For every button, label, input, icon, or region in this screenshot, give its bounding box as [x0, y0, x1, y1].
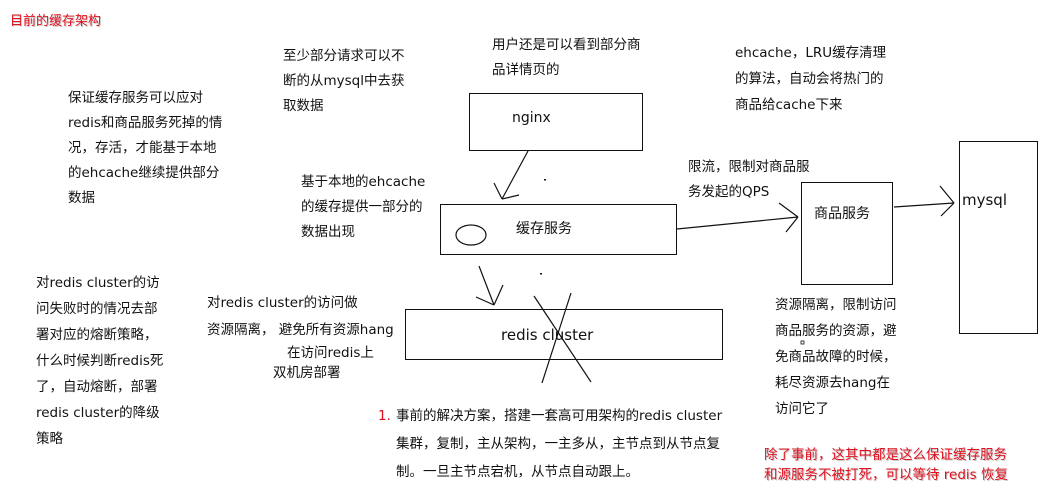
nginx-label: nginx: [512, 110, 551, 126]
note-line: 了，自动熔断，部署: [36, 379, 158, 395]
cache-service-box: 缓存服务: [440, 204, 677, 255]
note-line: 制。一旦主节点宕机，从节点自动跟上。: [396, 464, 639, 480]
note-line: 品详情页的: [492, 62, 560, 78]
note-line: 对redis cluster的访问做: [207, 295, 358, 311]
arrowhead-cache-to-redis-a: [475, 296, 495, 306]
redis-cluster-label: redis cluster: [501, 326, 594, 344]
arrowhead-product-to-mysql-a: [939, 185, 955, 204]
arrow-cache-to-redis: [478, 265, 495, 306]
note-redis-isolation: 对redis cluster的访问做 资源隔离， 避免所有资源hang: [207, 290, 394, 344]
note-line: 资源隔离， 避免所有资源hang: [207, 322, 394, 338]
note-line: 限流，限制对商品服: [688, 159, 810, 175]
note-line: 的ehcache继续提供部分: [68, 165, 220, 181]
note-line: 除了事前，这其中都是这么保证缓存服务: [764, 447, 1007, 463]
note-line: 用户还是可以看到部分商: [492, 37, 641, 53]
note-line: redis和商品服务死掉的情: [68, 115, 223, 131]
cache-service-label: 缓存服务: [516, 221, 572, 237]
note-line: 资源隔离，限制访问: [775, 297, 897, 313]
note-rate-limit: 限流，限制对商品服 务发起的QPS: [688, 155, 810, 205]
note-line: 基于本地的ehcache: [301, 174, 426, 190]
note-user-view: 用户还是可以看到部分商 品详情页的: [492, 33, 641, 83]
redis-cluster-box: redis cluster: [405, 309, 723, 360]
note-line: 集群，复制，主从架构，一主多从，主节点到从节点复: [396, 436, 720, 452]
note-line: 保证缓存服务可以应对: [68, 90, 203, 106]
note-line: 访问它了: [775, 401, 829, 417]
arrow-product-to-mysql: [893, 202, 955, 208]
note-line: 数据出现: [301, 224, 355, 240]
note-line: 至少部分请求可以不: [283, 48, 405, 64]
note-product-isolation: 资源隔离，限制访问 商品服务的资源，避 免商品故障的时候， 耗尽资源去hang在…: [775, 292, 897, 422]
note-line: 事前的解决方案，搭建一套高可用架构的redis cluster: [396, 408, 723, 424]
arrowhead-nginx-to-cache-a: [493, 182, 503, 200]
arrowhead-cache-to-redis-b: [493, 284, 504, 306]
arrow-cache-to-product: [676, 216, 799, 230]
note-line: 策略: [36, 431, 63, 447]
cross-line-b: [541, 292, 572, 384]
note-line: 商品给cache下来: [735, 97, 843, 113]
arrowhead-product-to-mysql-b: [940, 202, 955, 217]
note-line: 断的从mysql中去获: [283, 73, 405, 89]
note-line: 取数据: [283, 98, 324, 114]
note-service-resilience: 保证缓存服务可以应对 redis和商品服务死掉的情 况，存活，才能基于本地 的e…: [68, 86, 222, 211]
note-line: 耗尽资源去hang在: [775, 375, 890, 391]
note-line: redis cluster的降级: [36, 405, 160, 421]
dot-mark: [544, 179, 546, 181]
dot-mark: [540, 273, 542, 275]
note-dual-datacenter: 双机房部署: [273, 365, 341, 381]
note-ehcache-lru: ehcache，LRU缓存清理 的算法，自动会将热门的 商品给cache下来: [735, 40, 886, 118]
note-line: 对redis cluster的访: [36, 275, 160, 291]
note-redis-isolation-cont: 在访问redis上: [287, 345, 374, 361]
note-line: 署对应的熔断策略，: [36, 327, 158, 343]
note-line: 况，存活，才能基于本地: [68, 140, 217, 156]
note-line: 和源服务不被打死，可以等待 redis 恢复: [764, 467, 1008, 483]
note-line: 什么时候判断redis死: [36, 353, 164, 369]
note-line: 商品服务的资源，避: [775, 323, 897, 339]
note-line: 免商品故障的时候，: [775, 349, 897, 365]
note-line: ehcache，LRU缓存清理: [735, 45, 887, 61]
list-number: 1.: [378, 408, 391, 424]
arrow-nginx-to-cache: [501, 150, 529, 200]
note-local-ehcache: 基于本地的ehcache 的缓存提供一部分的 数据出现: [301, 170, 425, 245]
arrowhead-nginx-to-cache-b: [501, 194, 520, 200]
diagram-title: 目前的缓存架构: [10, 14, 102, 29]
nginx-box: nginx: [469, 93, 643, 151]
product-service-box: 商品服务: [801, 182, 893, 285]
note-line: 问失败时的情况去部: [36, 301, 158, 317]
note-summary-red: 除了事前，这其中都是这么保证缓存服务 和源服务不被打死，可以等待 redis 恢…: [764, 445, 1008, 485]
cross-line-a: [533, 295, 592, 383]
note-line: 数据: [68, 190, 95, 206]
local-cache-oval: [455, 224, 487, 246]
note-prevention-list-item: 1. 事前的解决方案，搭建一套高可用架构的redis cluster 集群，复制…: [378, 402, 722, 486]
product-service-label: 商品服务: [814, 206, 870, 222]
note-mysql-fetch: 至少部分请求可以不 断的从mysql中去获 取数据: [283, 44, 405, 119]
mysql-box: mysql: [959, 141, 1038, 334]
arrowhead-cache-to-product-b: [785, 216, 799, 233]
mysql-label: mysql: [962, 191, 1007, 209]
note-line: 务发起的QPS: [688, 184, 770, 200]
note-line: 的算法，自动会将热门的: [735, 71, 884, 87]
arrowhead-cache-to-product-a: [778, 202, 799, 218]
dot-mark: [800, 340, 805, 345]
note-circuit-breaker: 对redis cluster的访 问失败时的情况去部 署对应的熔断策略， 什么时…: [36, 270, 163, 452]
note-line: 的缓存提供一部分的: [301, 199, 423, 215]
